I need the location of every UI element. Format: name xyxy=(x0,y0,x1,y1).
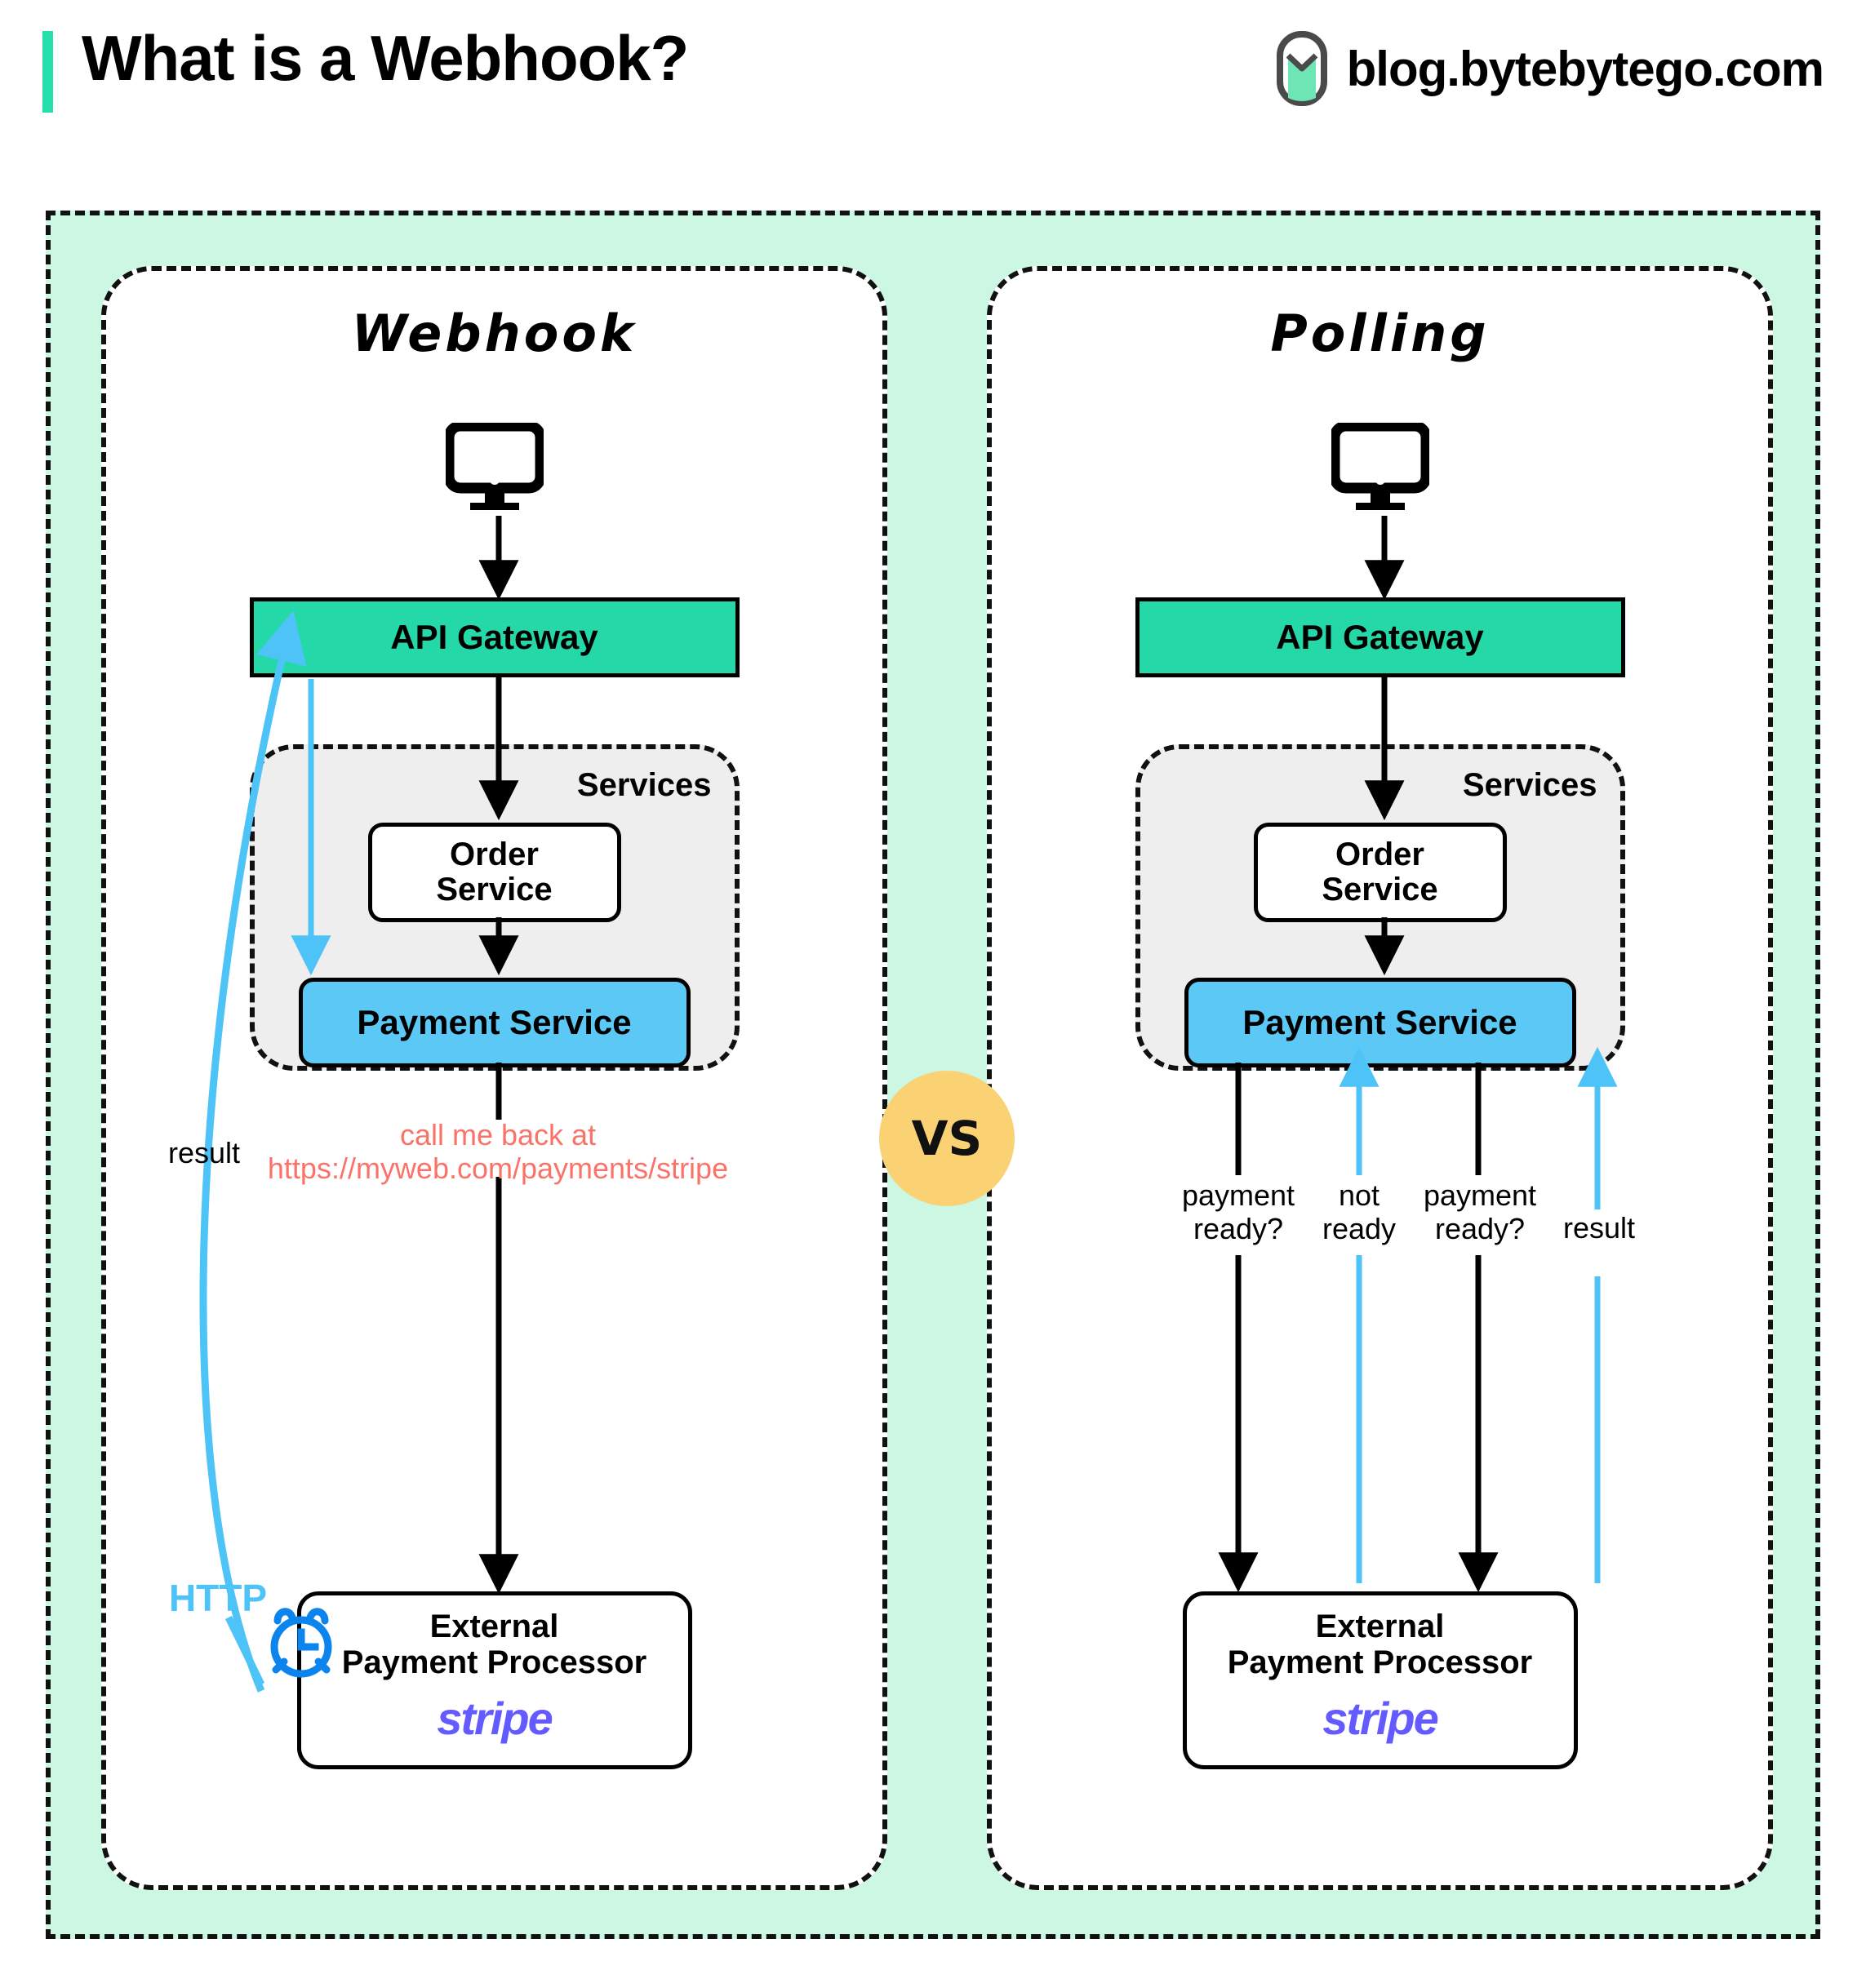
diagram-container: Webhook API Gateway Services Order Servi… xyxy=(46,211,1820,1939)
external-payment-processor-polling: External Payment Processor stripe xyxy=(1182,1591,1578,1769)
order-service-line1: Order xyxy=(1335,836,1424,872)
payment-service-box-polling: Payment Service xyxy=(1184,978,1576,1067)
panel-title-polling: Polling xyxy=(1270,304,1490,363)
services-group-polling: Services Order Service Payment Service xyxy=(1135,744,1625,1071)
brand-block: blog.bytebytego.com xyxy=(1276,31,1824,106)
brand-url: blog.bytebytego.com xyxy=(1346,41,1824,96)
external-payment-processor-webhook: External Payment Processor stripe xyxy=(296,1591,692,1769)
services-label-webhook: Services xyxy=(576,767,712,803)
stripe-logo: stripe xyxy=(437,1693,553,1744)
panel-polling: Polling API Gateway Services Order Servi… xyxy=(987,266,1773,1890)
monitor-icon xyxy=(1331,423,1429,510)
processor-line1: External xyxy=(429,1609,559,1644)
annotation-notready: not ready xyxy=(1322,1178,1397,1246)
annotation-poll2: payment ready? xyxy=(1423,1178,1537,1246)
stripe-logo: stripe xyxy=(1322,1693,1438,1744)
line-http-connector xyxy=(224,1616,265,1686)
monitor-icon xyxy=(445,423,544,510)
order-service-line1: Order xyxy=(450,836,539,872)
processor-line2: Payment Processor xyxy=(1227,1644,1533,1680)
annotation-poll1: payment ready? xyxy=(1181,1178,1295,1246)
annotation-polling-result: result xyxy=(1563,1211,1636,1245)
panel-webhook: Webhook API Gateway Services Order Servi… xyxy=(101,266,887,1890)
order-service-line2: Service xyxy=(436,872,553,907)
page-header: What is a Webhook? blog.bytebytego.com xyxy=(0,0,1866,139)
title-accent-bar xyxy=(42,31,53,113)
order-service-box-polling: Order Service xyxy=(1253,823,1507,922)
panel-title-webhook: Webhook xyxy=(351,304,638,363)
order-service-box-webhook: Order Service xyxy=(367,823,621,922)
services-group-webhook: Services Order Service Payment Service xyxy=(249,744,740,1071)
payment-service-box-webhook: Payment Service xyxy=(298,978,691,1067)
processor-line2: Payment Processor xyxy=(341,1644,647,1680)
services-label-polling: Services xyxy=(1462,767,1597,803)
annotation-callback-url: call me back at https://myweb.com/paymen… xyxy=(267,1118,729,1186)
alarm-clock-icon xyxy=(270,1608,332,1678)
annotation-http-label: HTTP xyxy=(168,1577,268,1619)
page-title: What is a Webhook? xyxy=(82,22,689,94)
bytebytego-logo-icon xyxy=(1276,31,1327,106)
annotation-webhook-result: result xyxy=(167,1136,241,1169)
api-gateway-box-polling: API Gateway xyxy=(1135,597,1625,677)
processor-line1: External xyxy=(1315,1609,1445,1644)
api-gateway-box-webhook: API Gateway xyxy=(249,597,740,677)
vs-badge: VS xyxy=(879,1071,1015,1206)
order-service-line2: Service xyxy=(1322,872,1438,907)
